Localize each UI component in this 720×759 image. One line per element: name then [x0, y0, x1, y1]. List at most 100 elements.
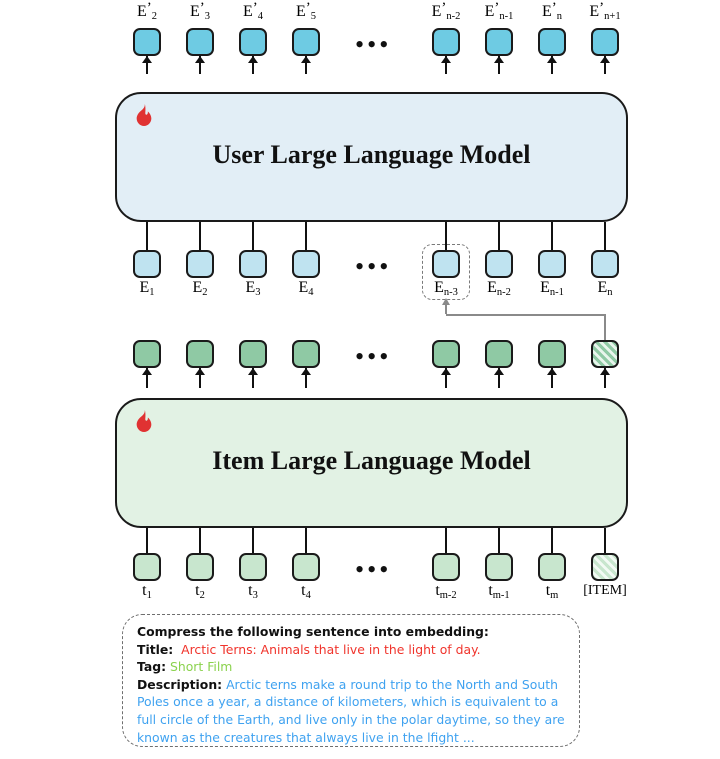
output-embedding-cell-3	[292, 28, 320, 56]
output-embedding-label-4: E’n-2	[431, 0, 461, 22]
output-embedding-label-7: E’n+1	[589, 0, 621, 22]
token-label-5: tm-1	[488, 582, 510, 601]
item-arrow-head-0	[142, 367, 152, 375]
input-shaft-3	[304, 222, 308, 250]
token-shaft-3	[304, 528, 308, 553]
input-shaft-0	[145, 222, 149, 250]
item-embedding-ellipsis: •••	[355, 342, 392, 371]
connector-vertical-right	[604, 314, 606, 340]
input-embedding-label-2: E3	[245, 279, 261, 298]
user-large-language-model: User Large Language Model	[115, 92, 628, 222]
output-arrow-shaft-2	[251, 56, 255, 74]
token-label-6: tm	[545, 582, 559, 601]
output-arrow-head-4	[441, 55, 451, 63]
input-shaft-6	[550, 222, 554, 250]
item-arrow-head-4	[441, 367, 451, 375]
item-arrow-shaft-6	[550, 368, 554, 388]
item-arrow-shaft-4	[444, 368, 448, 388]
item-arrow-shaft-2	[251, 368, 255, 388]
item-arrow-head-1	[195, 367, 205, 375]
output-arrow-shaft-0	[145, 56, 149, 74]
token-label-3: t4	[301, 582, 311, 601]
item-arrow-head-3	[301, 367, 311, 375]
token-label-4: tm-2	[435, 582, 457, 601]
input-embedding-label-3: E4	[298, 279, 314, 298]
token-label-2: t3	[248, 582, 258, 601]
output-embedding-label-1: E’3	[189, 0, 211, 22]
flame-icon	[136, 104, 152, 126]
item-arrow-head-6	[547, 367, 557, 375]
item-arrow-shaft-1	[198, 368, 202, 388]
item-embedding-cell-5	[485, 340, 513, 368]
token-cell-1	[186, 553, 214, 581]
prompt-description-line: Description: Arctic terns make a round t…	[137, 676, 565, 745]
output-embedding-cell-4	[432, 28, 460, 56]
input-embedding-label-5: En-2	[487, 279, 511, 298]
input-embedding-cell-5	[485, 250, 513, 278]
output-embedding-label-2: E’4	[242, 0, 264, 22]
item-embedding-cell-1	[186, 340, 214, 368]
output-embedding-cell-2	[239, 28, 267, 56]
output-embedding-label-0: E’2	[136, 0, 158, 22]
input-embedding-cell-7	[591, 250, 619, 278]
item-embedding-cell-7	[591, 340, 619, 368]
output-arrow-head-6	[547, 55, 557, 63]
token-cell-3	[292, 553, 320, 581]
token-cell-2	[239, 553, 267, 581]
token-cell-4	[432, 553, 460, 581]
token-shaft-4	[444, 528, 448, 553]
output-embedding-label-5: E’n-1	[484, 0, 514, 22]
item-arrow-head-7	[600, 367, 610, 375]
output-arrow-shaft-4	[444, 56, 448, 74]
output-arrow-head-7	[600, 55, 610, 63]
user-model-title: User Large Language Model	[212, 140, 531, 169]
output-arrow-shaft-6	[550, 56, 554, 74]
token-cell-5	[485, 553, 513, 581]
item-embedding-cell-0	[133, 340, 161, 368]
input-shaft-5	[497, 222, 501, 250]
item-arrow-head-2	[248, 367, 258, 375]
flame-icon	[136, 410, 152, 432]
output-embedding-cell-0	[133, 28, 161, 56]
token-shaft-7	[603, 528, 607, 553]
item-embedding-cell-6	[538, 340, 566, 368]
output-arrow-shaft-7	[603, 56, 607, 74]
connector-vertical-left	[445, 304, 447, 314]
input-embedding-cell-0	[133, 250, 161, 278]
input-embedding-cell-4	[432, 250, 460, 278]
token-row-ellipsis: •••	[355, 555, 392, 584]
token-shaft-0	[145, 528, 149, 553]
item-arrow-shaft-5	[497, 368, 501, 388]
output-arrow-head-0	[142, 55, 152, 63]
item-embedding-cell-3	[292, 340, 320, 368]
output-arrow-shaft-1	[198, 56, 202, 74]
input-shaft-1	[198, 222, 202, 250]
prompt-instruction: Compress the following sentence into emb…	[137, 624, 489, 639]
token-shaft-1	[198, 528, 202, 553]
item-embedding-cell-4	[432, 340, 460, 368]
token-label-item-special: [ITEM]	[583, 583, 627, 598]
token-shaft-6	[550, 528, 554, 553]
input-embedding-cell-6	[538, 250, 566, 278]
output-arrow-head-5	[494, 55, 504, 63]
output-arrow-head-2	[248, 55, 258, 63]
item-large-language-model: Item Large Language Model	[115, 398, 628, 528]
output-arrow-head-3	[301, 55, 311, 63]
output-embedding-cell-5	[485, 28, 513, 56]
token-shaft-2	[251, 528, 255, 553]
output-embedding-label-3: E’5	[295, 0, 317, 22]
input-shaft-4	[444, 222, 448, 250]
item-model-title: Item Large Language Model	[212, 446, 531, 475]
token-cell-0	[133, 553, 161, 581]
token-cell-6	[538, 553, 566, 581]
token-cell-7	[591, 553, 619, 581]
prompt-text-box[interactable]: Compress the following sentence into emb…	[122, 614, 580, 747]
output-embedding-cell-1	[186, 28, 214, 56]
item-arrow-head-5	[494, 367, 504, 375]
output-embedding-label-6: E’n	[541, 0, 563, 22]
input-embedding-label-0: E1	[139, 279, 155, 298]
token-label-1: t2	[195, 582, 205, 601]
token-label-0: t1	[142, 582, 152, 601]
prompt-tag-line: Tag: Short Film	[137, 659, 233, 675]
